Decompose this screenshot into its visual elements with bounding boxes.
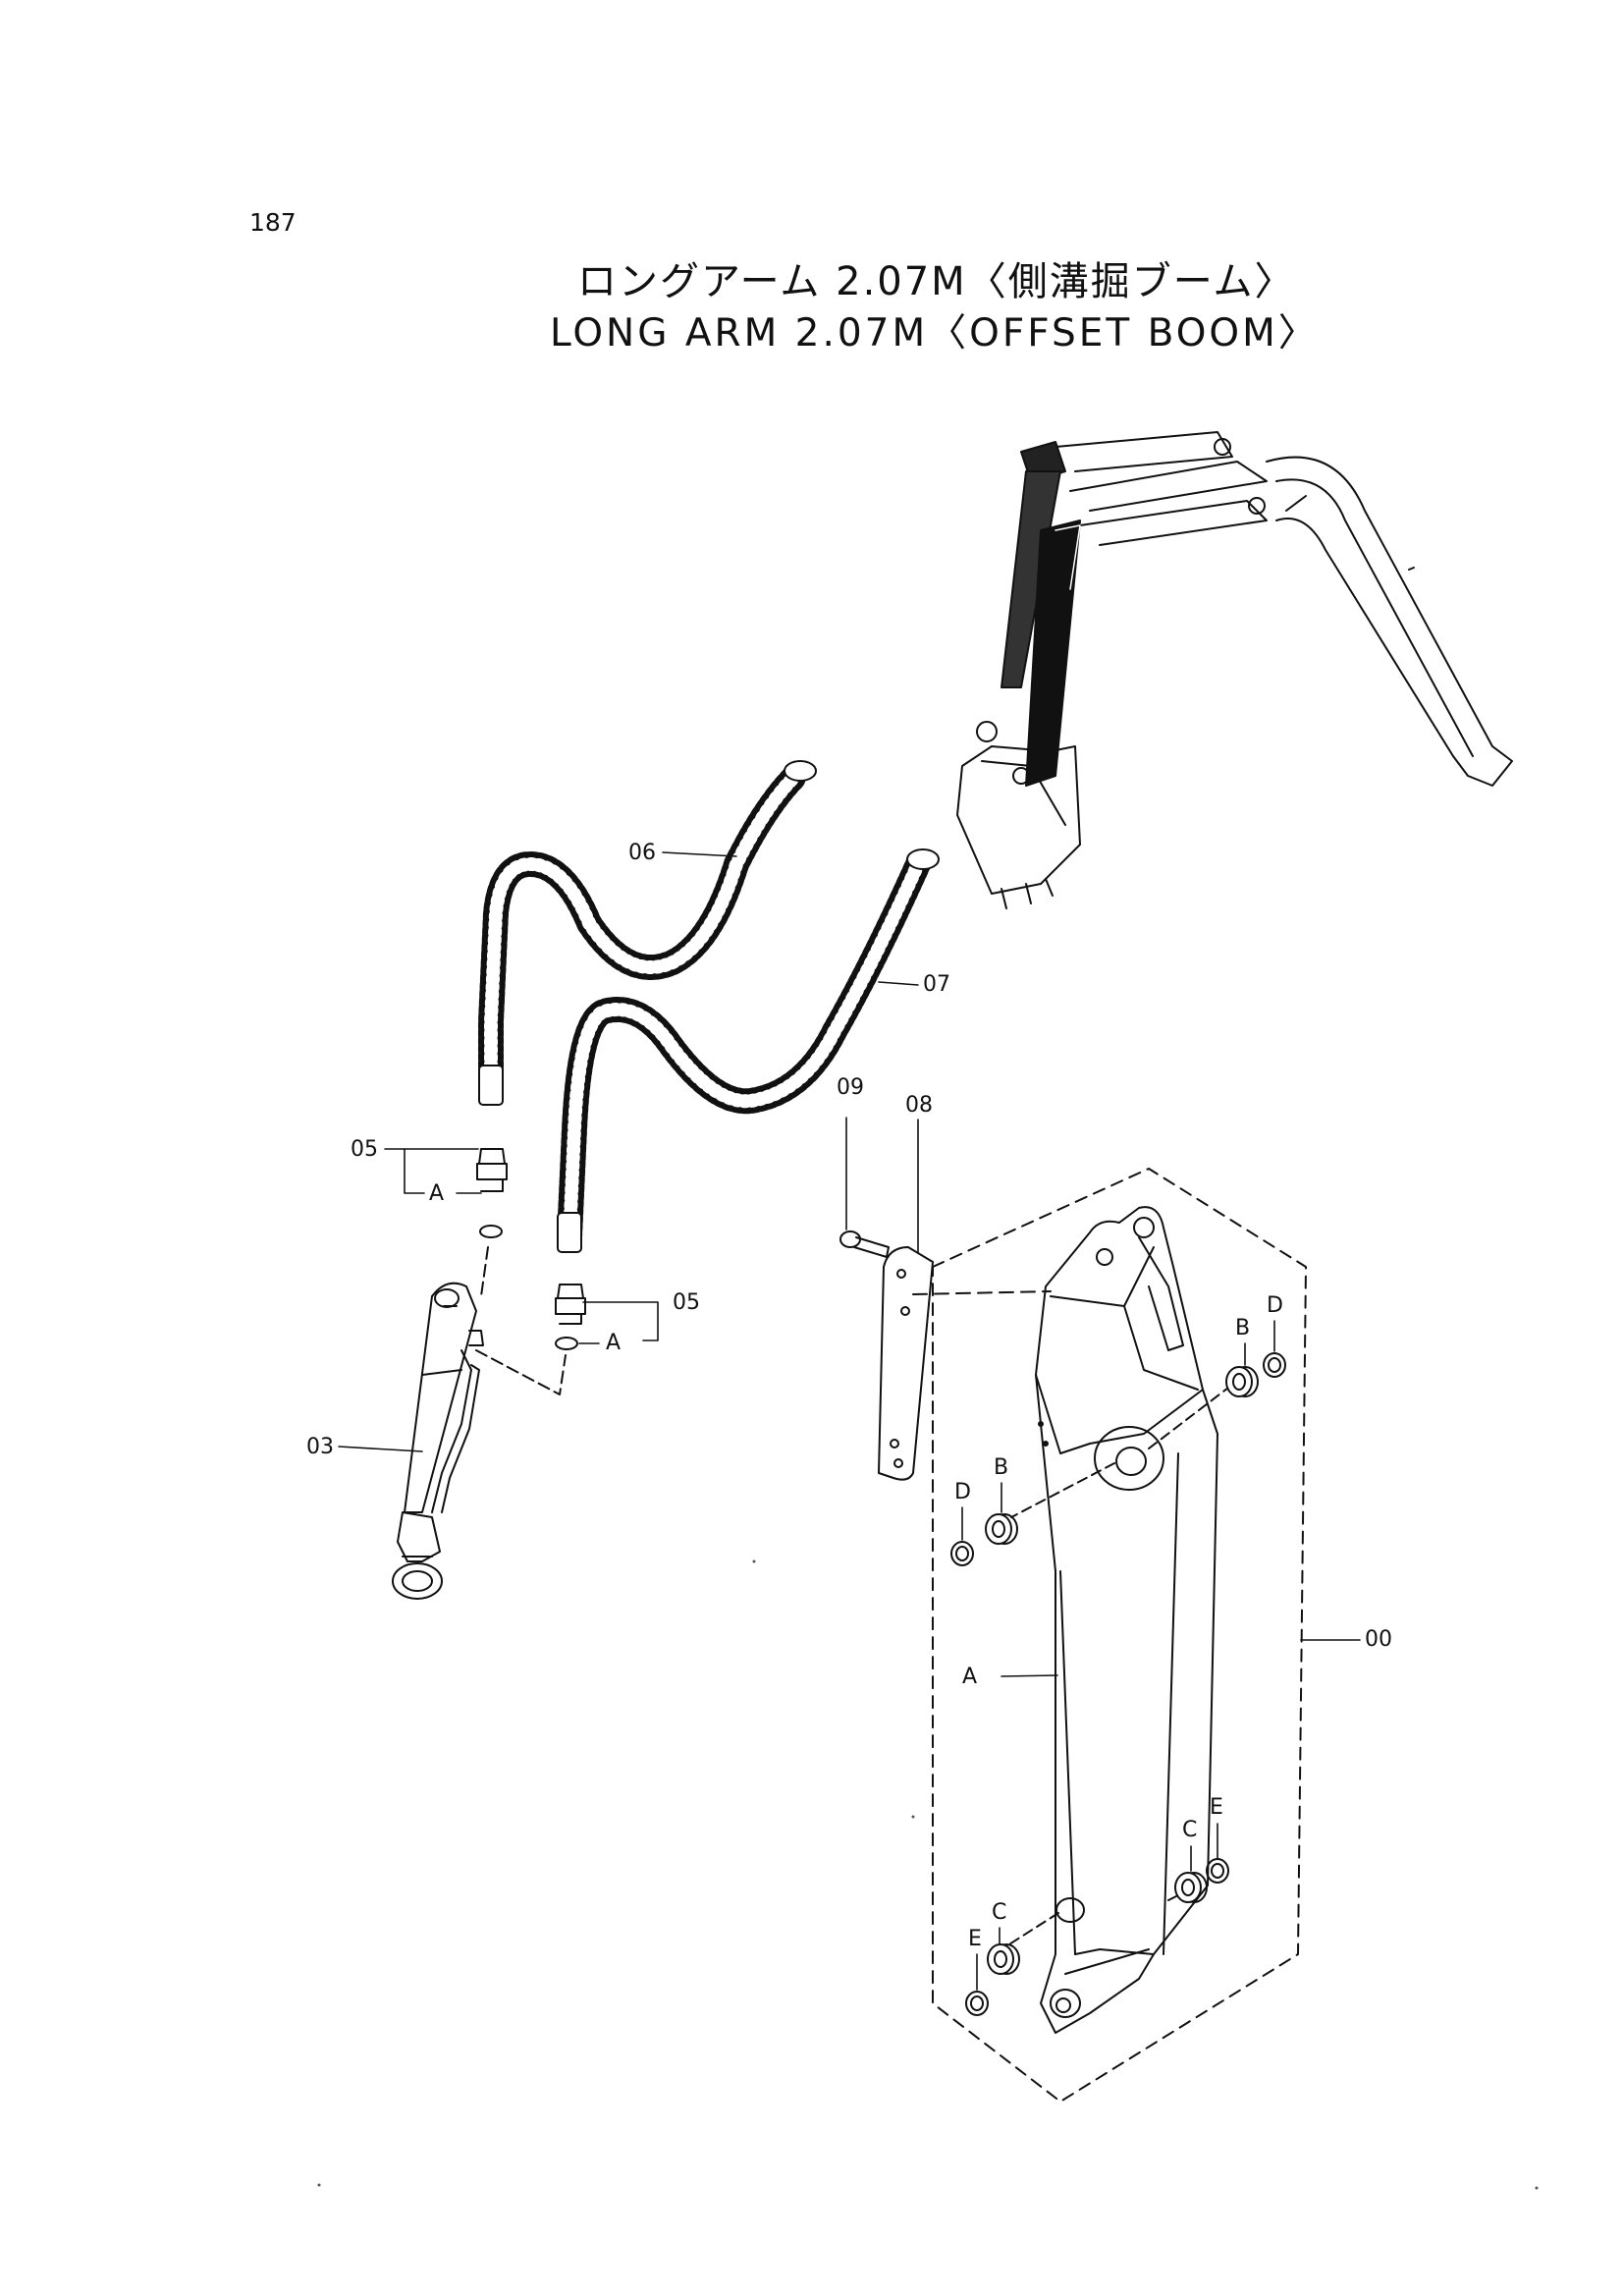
callout-e-right: E bbox=[1210, 1795, 1223, 1820]
bushing-b-right bbox=[1225, 1366, 1259, 1397]
cylinder-03-illustration bbox=[392, 1282, 567, 1600]
callout-03: 03 bbox=[306, 1435, 334, 1459]
hose-06-illustration bbox=[478, 760, 817, 1106]
callout-b-right: B bbox=[1235, 1316, 1251, 1340]
arm-body-illustration bbox=[1001, 1206, 1233, 2034]
hose-07-illustration bbox=[557, 848, 940, 1253]
scan-specks bbox=[317, 1559, 1539, 2190]
callout-05-lower: 05 bbox=[673, 1290, 700, 1315]
bushing-c-right bbox=[1174, 1872, 1208, 1903]
callout-d-right: D bbox=[1267, 1293, 1283, 1318]
callout-08: 08 bbox=[905, 1093, 933, 1118]
fitting-05-upper bbox=[476, 1148, 508, 1297]
shim-d-right bbox=[1263, 1352, 1286, 1378]
leader-lines bbox=[338, 851, 1361, 1991]
callout-c-left: C bbox=[992, 1900, 1007, 1925]
page-number: 187 bbox=[249, 208, 297, 237]
callout-a-arm: A bbox=[962, 1665, 978, 1689]
bolt-09-illustration bbox=[839, 1230, 890, 1258]
arm-assembly-outline bbox=[932, 1168, 1307, 2103]
callout-a-lower: A bbox=[606, 1331, 622, 1355]
shim-e-right bbox=[1206, 1858, 1229, 1884]
callout-d-left: D bbox=[954, 1480, 971, 1504]
callout-06: 06 bbox=[628, 841, 656, 865]
shim-d-left bbox=[950, 1541, 974, 1566]
bushing-b-left bbox=[985, 1513, 1018, 1545]
machine-overview-illustration bbox=[956, 431, 1513, 909]
callout-b-left: B bbox=[994, 1455, 1009, 1480]
bushing-c-left bbox=[987, 1943, 1020, 1975]
shim-e-left bbox=[965, 1991, 989, 2016]
callout-00: 00 bbox=[1365, 1627, 1392, 1652]
plate-08-illustration bbox=[878, 1246, 1052, 1481]
callout-05-upper: 05 bbox=[351, 1137, 378, 1162]
callout-a-upper: A bbox=[429, 1181, 445, 1206]
callout-07: 07 bbox=[923, 972, 950, 997]
callout-e-left: E bbox=[968, 1927, 982, 1951]
title-english: LONG ARM 2.07M〈OFFSET BOOM〉 bbox=[550, 311, 1320, 355]
fitting-05-lower bbox=[555, 1284, 586, 1350]
title-japanese: ロングアーム 2.07M〈側溝掘ブーム〉 bbox=[577, 259, 1296, 304]
callout-09: 09 bbox=[837, 1075, 864, 1100]
callout-c-right: C bbox=[1182, 1818, 1198, 1842]
